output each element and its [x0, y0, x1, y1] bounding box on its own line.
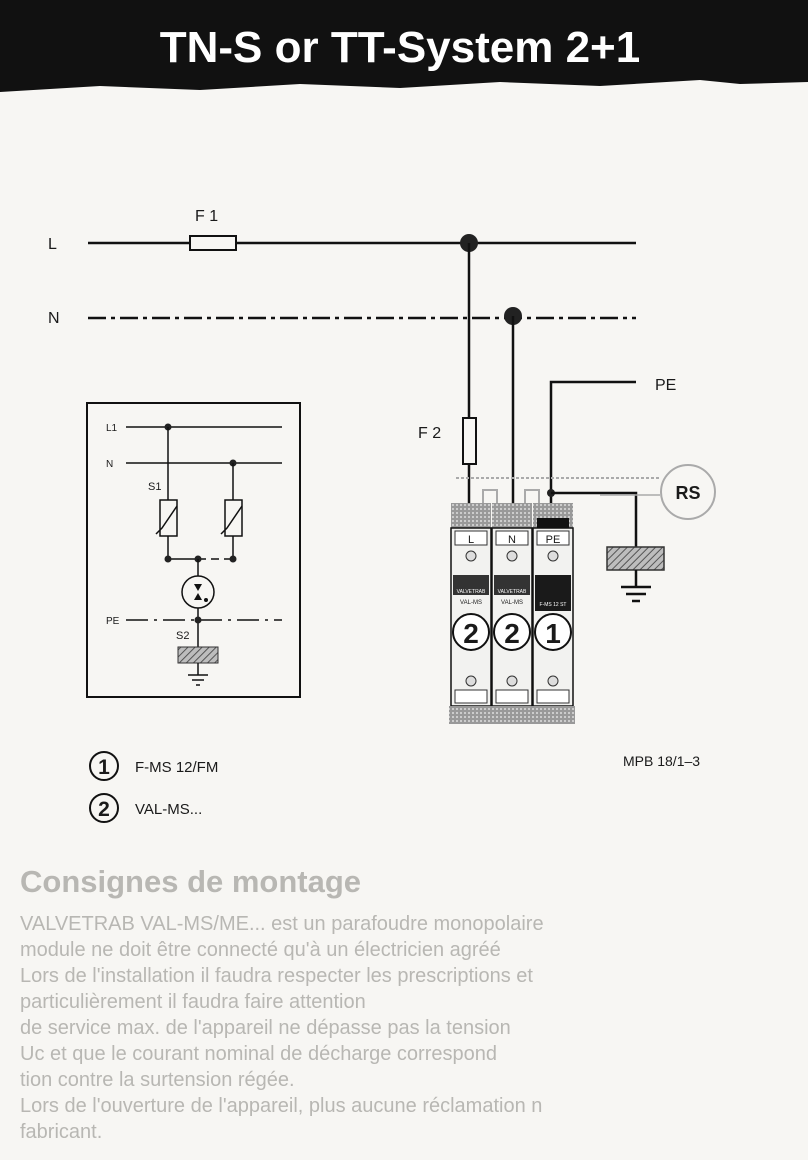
- svg-text:S2: S2: [176, 630, 189, 642]
- line-pe: [549, 380, 636, 510]
- svg-text:PE: PE: [106, 616, 120, 627]
- svg-text:VALVETRAB: VALVETRAB: [498, 589, 527, 595]
- module-number: 2: [463, 618, 479, 649]
- svg-text:L: L: [468, 534, 474, 546]
- svg-text:VALVETRAB VAL-MS/ME... est un: VALVETRAB VAL-MS/ME... est un parafoudre…: [20, 913, 544, 935]
- fuse-f1: [189, 235, 237, 251]
- line-l-label: L: [48, 236, 57, 253]
- svg-text:Uc et que le courant nominal d: Uc et que le courant nominal de décharge…: [20, 1043, 497, 1065]
- module-number: 2: [504, 618, 520, 649]
- header-band: [0, 0, 808, 92]
- svg-text:de service max. de l'appareil: de service max. de l'appareil ne dépasse…: [20, 1017, 511, 1039]
- svg-text:fabricant.: fabricant.: [20, 1121, 102, 1143]
- line-pe-label: PE: [655, 377, 676, 394]
- module-n: N VALVETRAB VAL-MS 2: [491, 503, 533, 707]
- svg-text:L1: L1: [106, 423, 118, 434]
- legend-item: 2 VAL-MS...: [89, 793, 202, 823]
- svg-text:1: 1: [98, 756, 110, 779]
- fuse-f1-label: F 1: [195, 208, 218, 225]
- rs-label: RS: [675, 483, 700, 503]
- page-title: TN-S or TT-System 2+1: [160, 23, 640, 72]
- fuse-f2-label: F 2: [418, 425, 441, 442]
- din-rail: [449, 706, 575, 724]
- svg-text:F-MS 12 ST: F-MS 12 ST: [540, 602, 567, 608]
- earth-electrode: [606, 546, 665, 571]
- svg-text:F-MS 12/FM: F-MS 12/FM: [135, 759, 218, 776]
- svg-text:module ne doit être connecté q: module ne doit être connecté qu'à un éle…: [20, 939, 501, 961]
- svg-text:VALVETRAB: VALVETRAB: [457, 589, 486, 595]
- ground-icon: [621, 570, 651, 603]
- internal-schematic: L1 N S1 PE S2: [86, 402, 301, 698]
- svg-text:N: N: [106, 459, 113, 470]
- svg-text:VAL-MS...: VAL-MS...: [135, 801, 202, 818]
- svg-text:VAL-MS: VAL-MS: [501, 600, 523, 606]
- svg-text:Consignes de montage: Consignes de montage: [20, 864, 361, 899]
- gas-discharge-tube-icon: [181, 575, 215, 609]
- module-number: 1: [545, 618, 561, 649]
- svg-text:VAL-MS: VAL-MS: [460, 600, 482, 606]
- module-l: L VALVETRAB VAL-MS 2: [450, 503, 492, 707]
- svg-text:N: N: [508, 534, 516, 546]
- module-pe: PE F-MS 12 ST 1: [532, 503, 574, 707]
- rs-circle: [660, 464, 716, 520]
- varistor-icon: [155, 499, 243, 537]
- svg-text:Lors de l'installation il faud: Lors de l'installation il faudra respect…: [20, 965, 533, 987]
- svg-text:tion contre la surtension régé: tion contre la surtension régée.: [20, 1069, 295, 1091]
- svg-text:2: 2: [98, 798, 110, 821]
- bleed-through-text: Consignes de montage VALVETRAB VAL-MS/ME…: [20, 864, 544, 1143]
- svg-text:particulièrement il faudra fai: particulièrement il faudra faire attenti…: [20, 991, 366, 1013]
- reference-code: MPB 18/1–3: [623, 753, 700, 769]
- line-n-label: N: [48, 310, 60, 327]
- svg-text:PE: PE: [546, 534, 561, 546]
- svg-text:S1: S1: [148, 481, 161, 493]
- svg-text:Lors de l'ouverture de l'appar: Lors de l'ouverture de l'appareil, plus …: [20, 1095, 542, 1117]
- fuse-f2: [462, 417, 477, 465]
- legend-item: 1 F-MS 12/FM: [89, 751, 218, 781]
- ground-icon: [188, 663, 208, 686]
